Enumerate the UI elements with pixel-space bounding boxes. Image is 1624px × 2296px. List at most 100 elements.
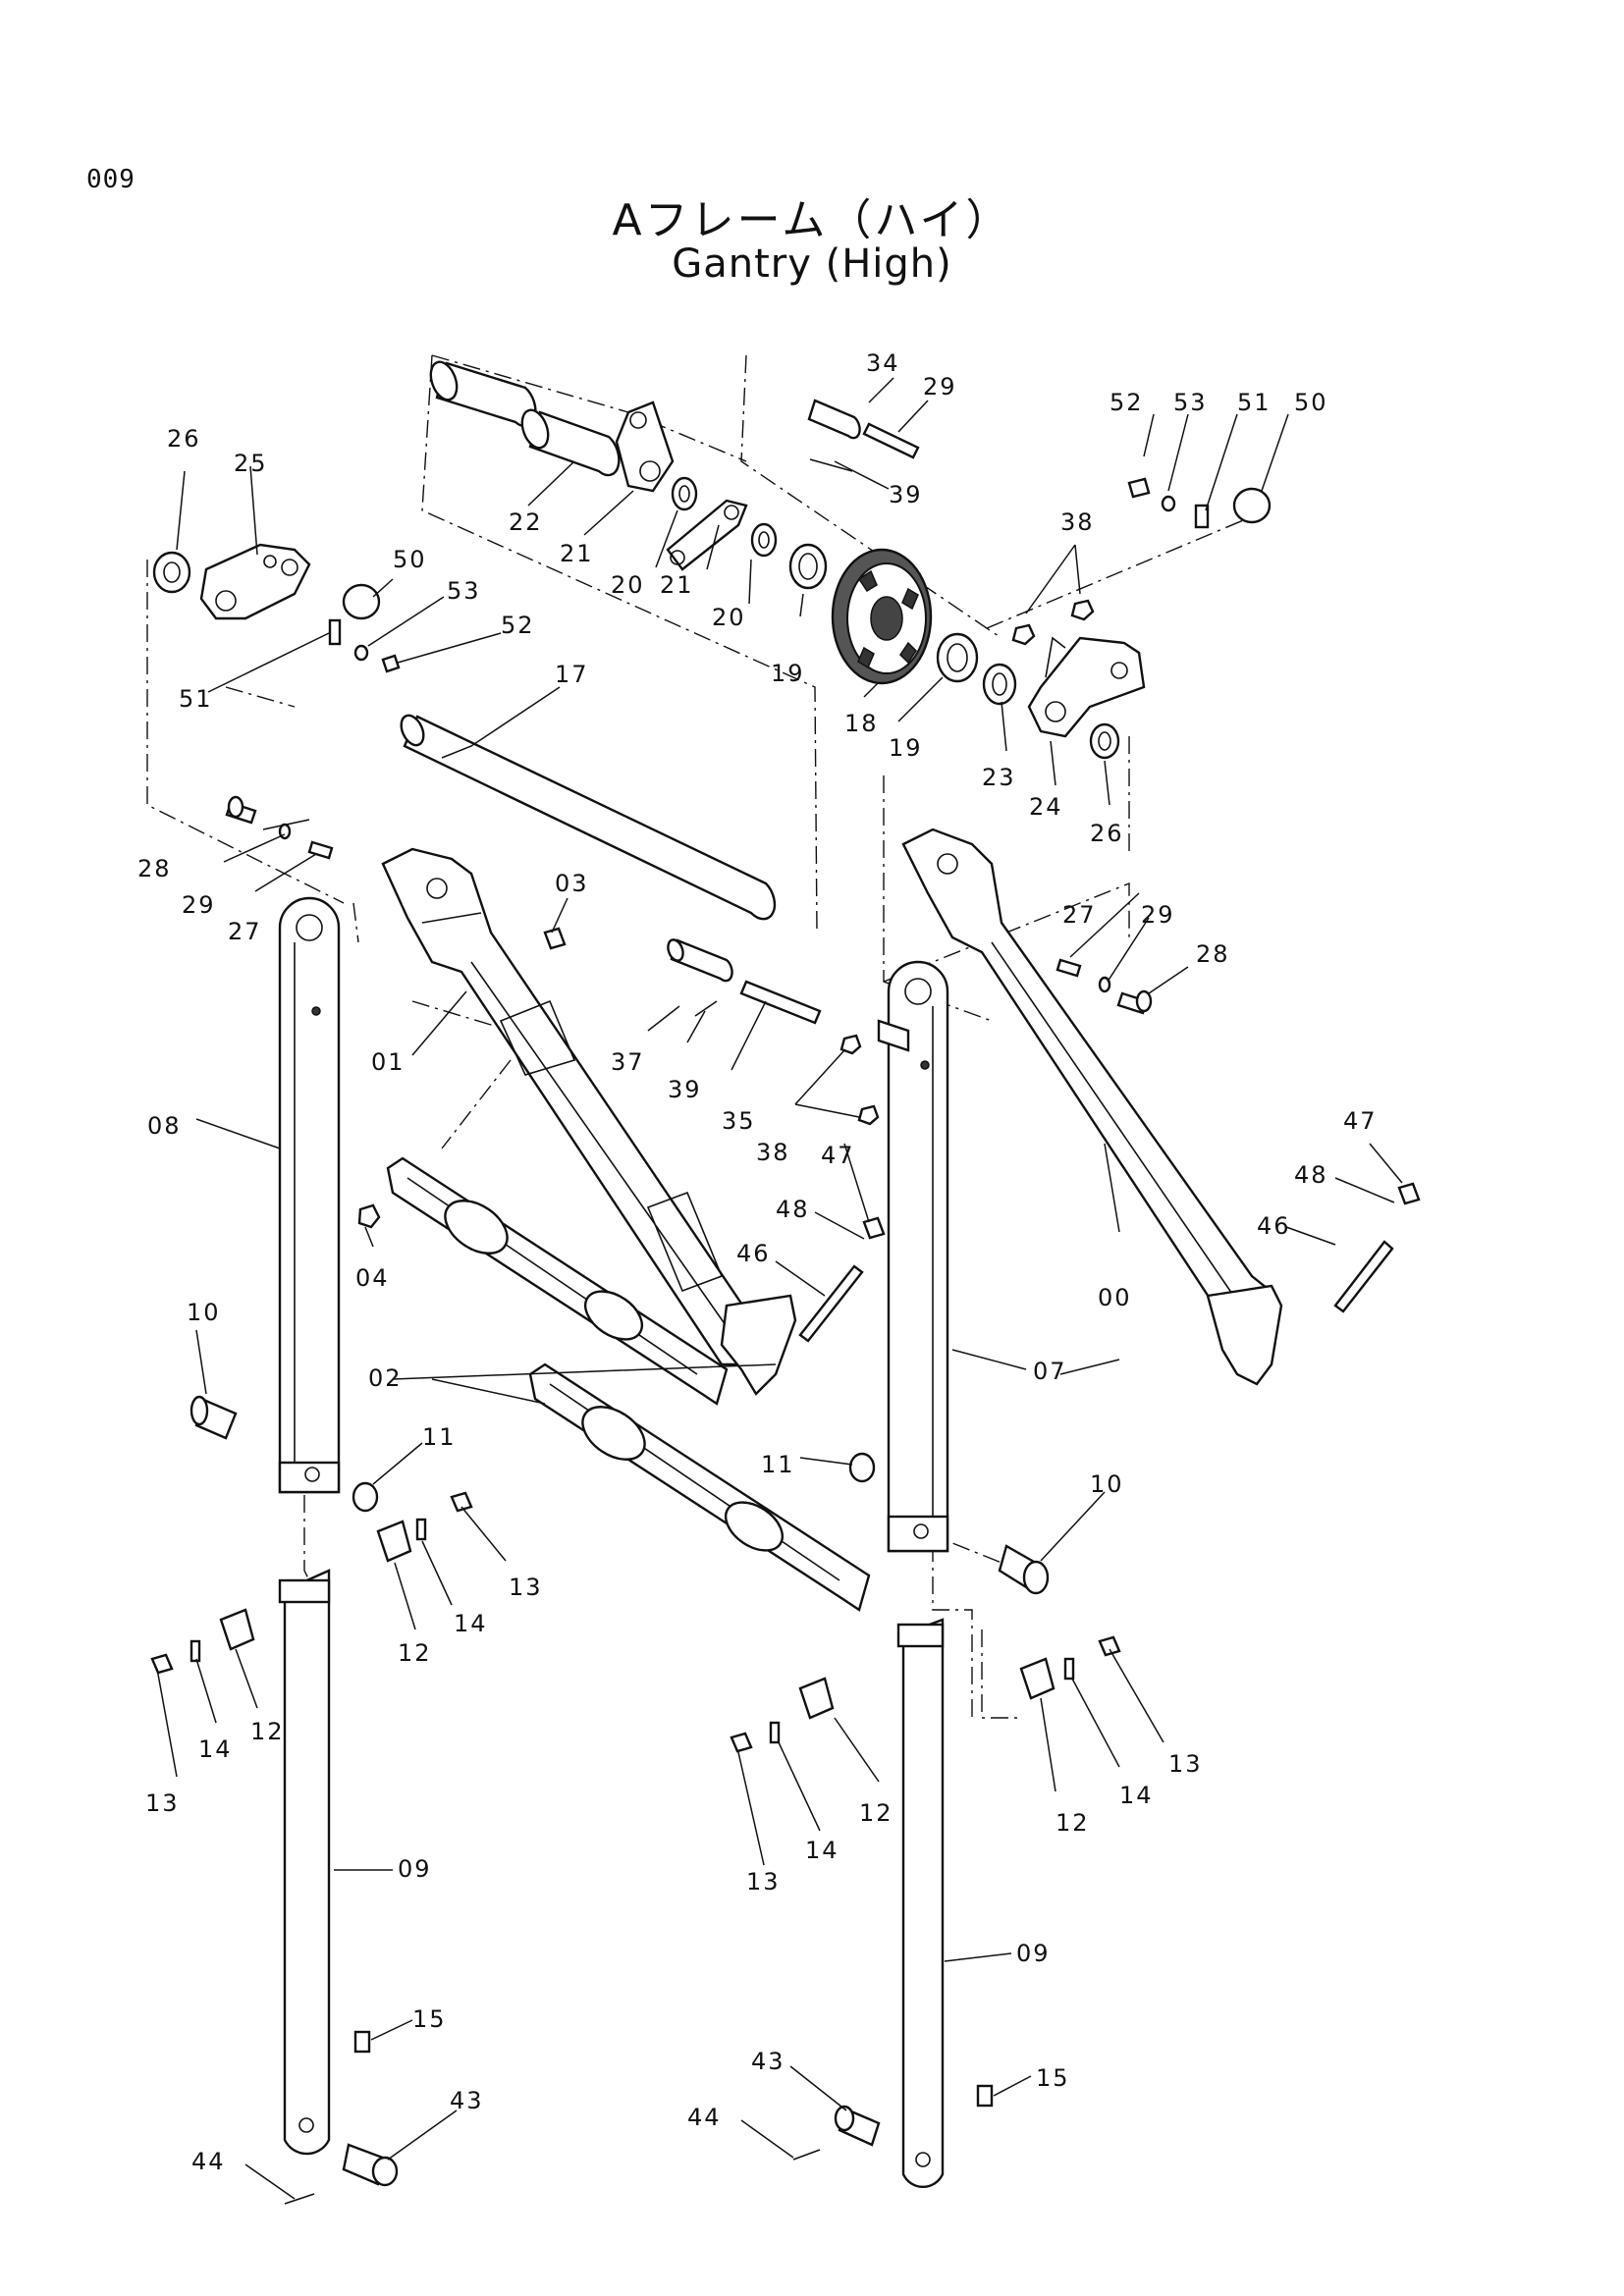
label-02: 02: [368, 1364, 403, 1392]
label-12: 12: [398, 1639, 432, 1667]
parts-43-44-pins: [284, 2105, 881, 2205]
label-10: 10: [187, 1299, 221, 1326]
label-38b: 38: [756, 1139, 790, 1166]
label-43b: 43: [751, 2048, 785, 2075]
label-18: 18: [844, 710, 879, 737]
parts-12-13-14-clamps: [150, 1491, 1121, 1753]
label-12b: 12: [250, 1718, 285, 1745]
label-21b: 21: [660, 571, 694, 599]
part-23-ring: [982, 663, 1017, 706]
part-26-collars: [152, 551, 1120, 760]
label-48b: 48: [1294, 1161, 1328, 1189]
parts-46-47-48: [798, 1182, 1421, 1343]
part-19-bearings: [788, 543, 979, 683]
part-09-legs: [278, 1569, 945, 2188]
label-20b: 20: [712, 604, 746, 631]
label-29: 29: [182, 891, 216, 919]
part-18-sheave: [831, 548, 933, 685]
parts-34-36-39-pins: [807, 399, 920, 472]
page-code: 009: [86, 165, 135, 194]
label-46b: 46: [1257, 1212, 1291, 1240]
label-46: 46: [736, 1240, 771, 1267]
part-22-sleeve: [429, 360, 621, 477]
label-48: 48: [776, 1196, 810, 1223]
label-14: 14: [454, 1610, 488, 1637]
label-13: 13: [509, 1574, 543, 1601]
parts-51-52-53-fasteners: [328, 477, 1210, 673]
label-38: 38: [1060, 508, 1095, 536]
label-35: 35: [722, 1107, 756, 1135]
label-36: 34: [866, 349, 900, 377]
label-51b: 51: [179, 685, 213, 713]
label-29b: 29: [1141, 901, 1175, 929]
parts-03-04-fasteners: [357, 927, 567, 1229]
label-11: 11: [422, 1423, 457, 1451]
label-13b: 13: [145, 1789, 180, 1817]
label-09: 09: [398, 1855, 432, 1883]
label-08: 08: [147, 1112, 182, 1140]
part-labels: 34 29 39 52 53 51 50 38 22 21 20 21 20 1…: [137, 349, 1378, 2175]
label-39: 39: [889, 481, 923, 508]
label-22: 22: [509, 508, 543, 536]
label-51: 51: [1237, 389, 1272, 416]
part-08-column: [278, 896, 341, 1494]
part-02-braces: [386, 1156, 871, 1612]
part-24-bracket: [1027, 636, 1146, 738]
label-34: 29: [923, 373, 957, 400]
label-53: 53: [1173, 389, 1208, 416]
label-52b: 52: [501, 612, 535, 639]
label-44: 44: [191, 2148, 226, 2175]
label-14d: 14: [805, 1837, 839, 1864]
label-14c: 14: [1119, 1782, 1154, 1809]
leader-lines: [156, 377, 1403, 2200]
label-50: 50: [1294, 389, 1328, 416]
title-japanese: Aフレーム（ハイ）: [612, 195, 1012, 245]
title-english: Gantry (High): [672, 241, 952, 287]
label-03: 03: [555, 870, 589, 897]
label-27b: 27: [1062, 901, 1097, 929]
label-28: 28: [137, 855, 172, 882]
label-10b: 10: [1090, 1470, 1124, 1498]
label-12c: 12: [1056, 1809, 1090, 1837]
label-47b: 47: [1343, 1107, 1378, 1135]
part-50-caps: [342, 487, 1272, 620]
part-25-bracket: [199, 543, 311, 620]
label-47: 47: [821, 1142, 855, 1169]
label-07: 07: [1033, 1358, 1067, 1385]
part-38-nuts: [839, 599, 1095, 1126]
parts-35-37-pins: [667, 938, 822, 1025]
label-11b: 11: [761, 1451, 795, 1478]
label-13c: 13: [1168, 1750, 1203, 1778]
part-15-blocks: [353, 2030, 994, 2108]
label-37: 37: [611, 1048, 645, 1076]
label-13d: 13: [746, 1868, 781, 1896]
part-00-strut: [901, 828, 1283, 1386]
label-27: 27: [228, 918, 262, 945]
label-39b: 39: [668, 1076, 702, 1103]
label-50b: 50: [393, 546, 427, 573]
label-14b: 14: [198, 1735, 233, 1763]
label-25: 25: [234, 450, 268, 477]
part-20-washers: [671, 476, 778, 558]
label-15: 15: [412, 2005, 447, 2033]
part-10-pins: [189, 1395, 1050, 1595]
part-07-column: [877, 960, 949, 1553]
label-00: 00: [1098, 1284, 1132, 1311]
part-17-shaft: [400, 714, 777, 921]
label-19: 19: [771, 660, 805, 687]
label-28b: 28: [1196, 940, 1230, 968]
label-53b: 53: [447, 577, 481, 605]
part-11-clips: [352, 1452, 876, 1513]
label-26: 26: [1090, 820, 1124, 847]
label-44b: 44: [687, 2104, 722, 2131]
label-04: 04: [355, 1264, 390, 1292]
label-19b: 19: [889, 734, 923, 762]
label-17: 17: [555, 661, 589, 688]
label-21: 21: [560, 540, 594, 567]
label-43: 43: [450, 2087, 484, 2114]
label-20: 20: [611, 571, 645, 599]
label-15b: 15: [1036, 2064, 1070, 2092]
label-23: 23: [982, 764, 1016, 791]
label-52: 52: [1110, 389, 1144, 416]
